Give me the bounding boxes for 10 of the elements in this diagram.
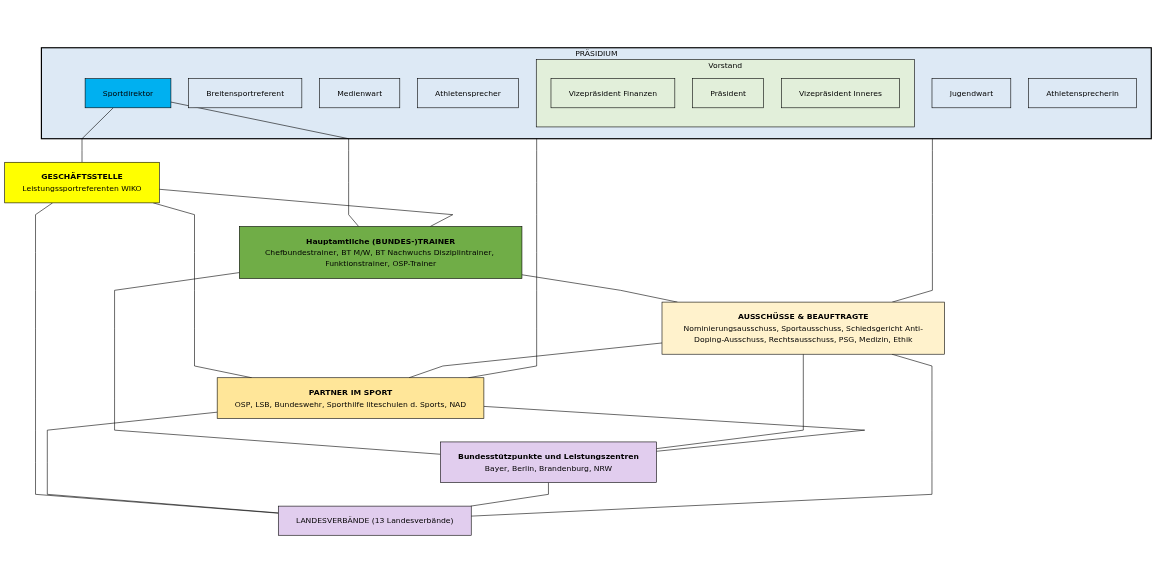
connector (470, 353, 933, 517)
connector (47, 411, 279, 514)
connector (656, 353, 804, 449)
connector (159, 188, 454, 227)
connector (170, 101, 359, 227)
connector (483, 406, 865, 452)
connector (81, 107, 114, 163)
connector (470, 482, 549, 507)
connector (114, 272, 441, 455)
connector (35, 202, 279, 514)
